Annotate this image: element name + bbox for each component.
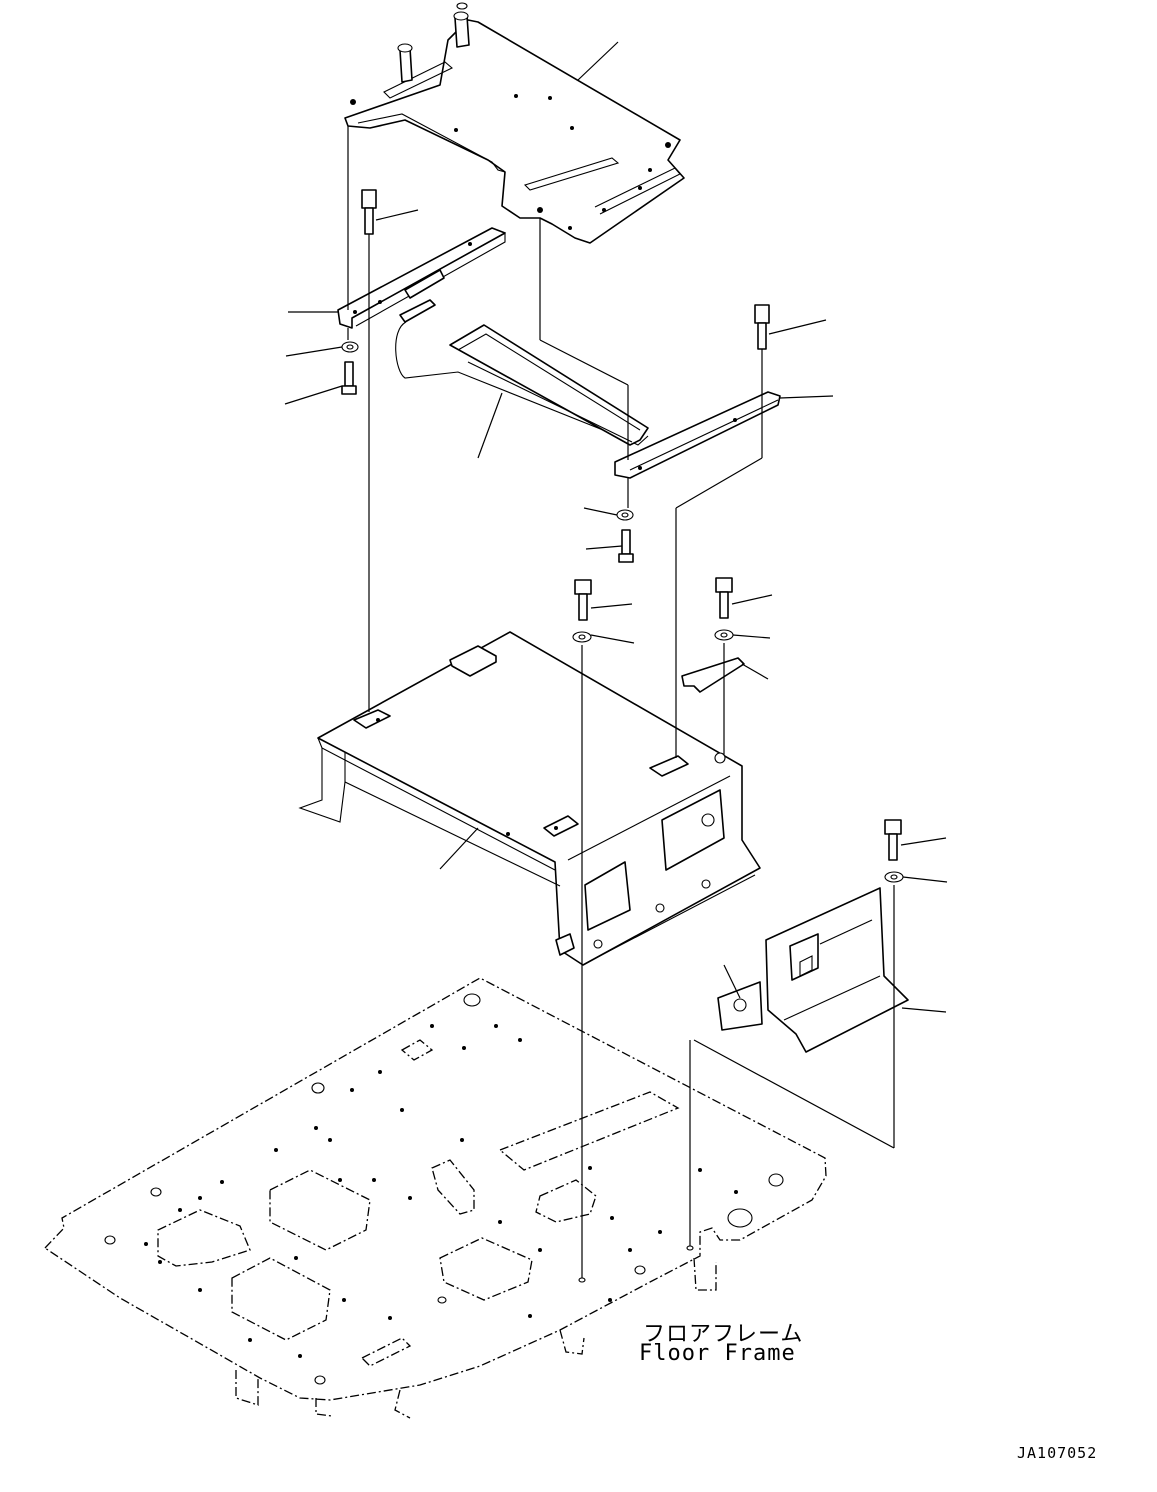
bolt-7 (884, 819, 902, 861)
console-bracket (298, 631, 761, 966)
small-bracket (681, 657, 745, 693)
washer-1 (341, 341, 359, 353)
assembly-lines (347, 126, 895, 1280)
washer-3 (572, 631, 592, 643)
bolt-3 (754, 304, 770, 350)
washer-4 (714, 629, 734, 641)
seat-mounting-plate (344, 2, 685, 244)
floor-frame-label-en: Floor Frame (639, 1341, 796, 1366)
washer-5 (884, 871, 904, 883)
left-slide-rail (337, 227, 506, 329)
bolt-6 (715, 577, 733, 619)
bolt-2 (341, 361, 357, 395)
floor-frame (43, 977, 827, 1419)
bolt-4 (618, 529, 634, 563)
bolt-5 (574, 579, 592, 621)
bolt-1 (361, 189, 377, 235)
floor-frame-label-jp: フロアフレーム (643, 1322, 804, 1347)
drawing-code: JA107052 (1017, 1444, 1098, 1462)
slide-handle-bar (395, 299, 649, 446)
right-slide-rail (614, 391, 781, 479)
washer-2 (616, 509, 634, 521)
leader-lines (284, 41, 948, 1013)
cover-bracket (717, 887, 909, 1053)
